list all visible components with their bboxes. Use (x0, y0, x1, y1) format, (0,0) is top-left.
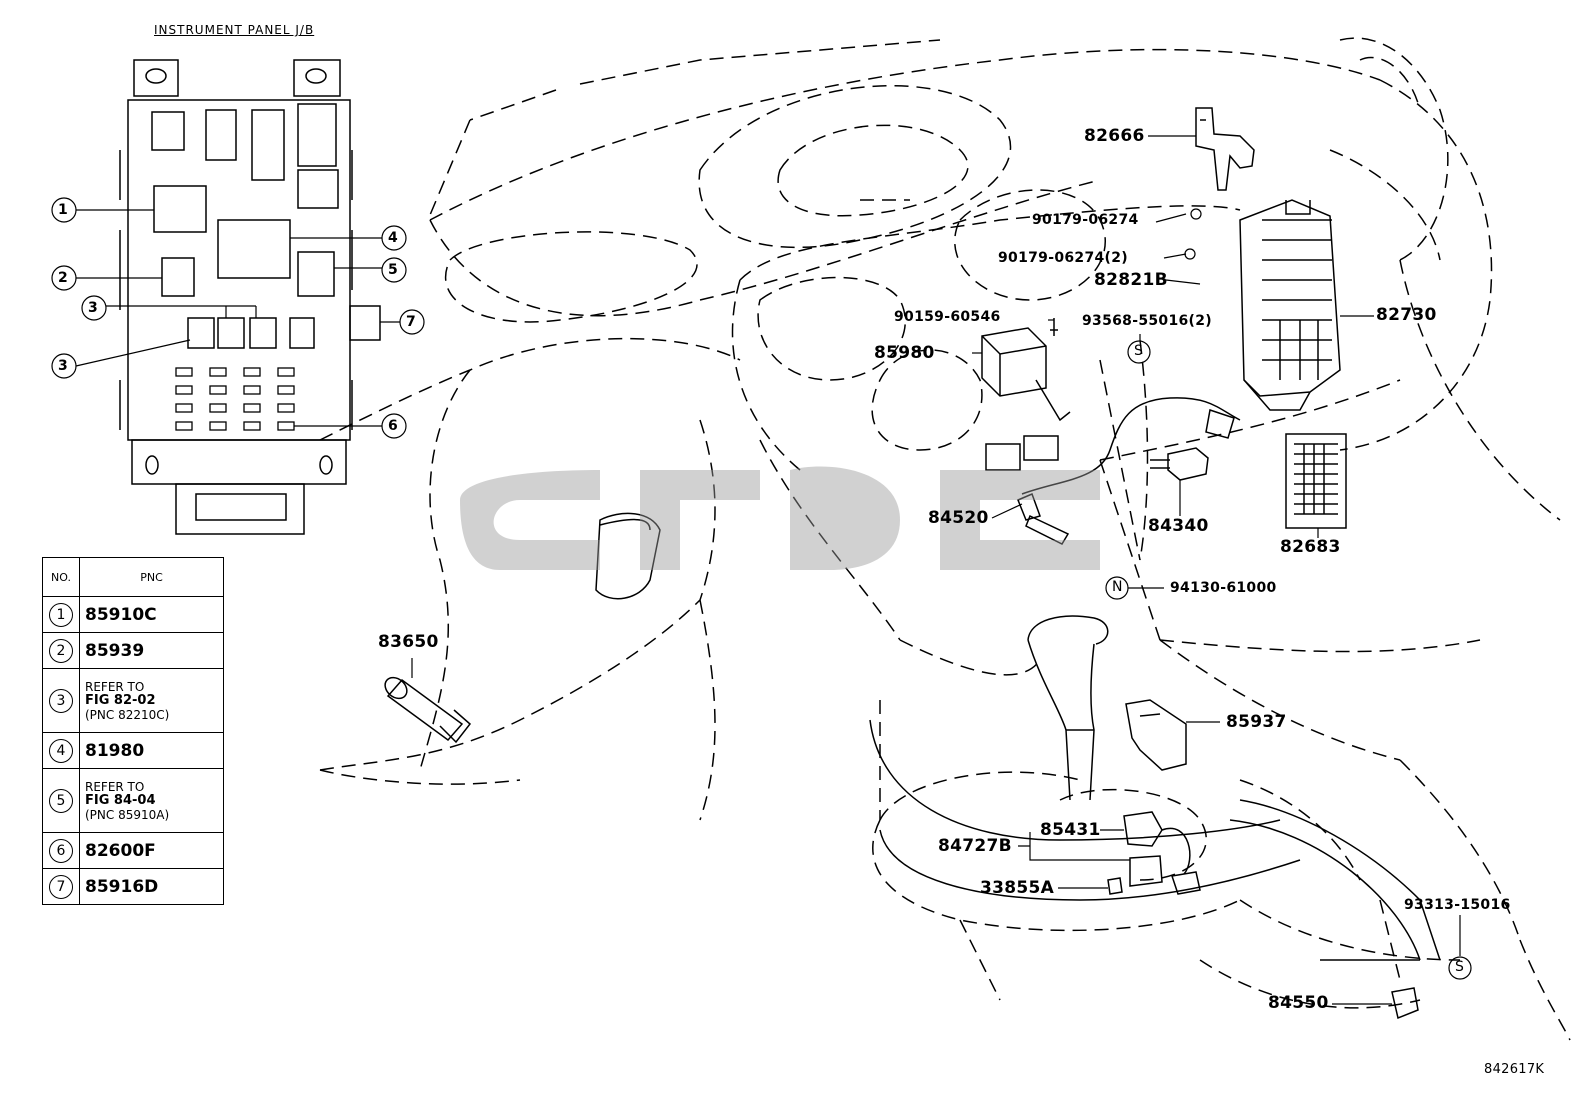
part-label-90159-60546[interactable]: 90159-60546 (894, 309, 1001, 325)
marker-circles (1105, 208, 1472, 980)
row-pnc: 82600F (79, 832, 224, 869)
ref-line-2: FIG 82-02 (85, 692, 156, 708)
part-84550-switch (1391, 987, 1419, 1020)
part-label-85431[interactable]: 85431 (1040, 820, 1101, 840)
part-label-90179-06274-2[interactable]: 90179-06274(2) (998, 250, 1128, 266)
table-row: 1 85910C (42, 596, 224, 633)
row-number: 5 (49, 788, 73, 813)
row-pnc: 85916D (79, 868, 224, 905)
ref-line-3: (PNC 85910A) (85, 807, 170, 822)
table-row: 6 82600F (42, 832, 224, 869)
marker-n-letter: N (1112, 579, 1123, 595)
ref-line-2: FIG 84-04 (85, 792, 156, 808)
part-label-82821b[interactable]: 82821B (1094, 270, 1168, 290)
callout-3a: 3 (88, 300, 99, 316)
table-row: 2 85939 (42, 632, 224, 669)
part-label-94130-61000[interactable]: 94130-61000 (1170, 580, 1277, 596)
row-number: 4 (49, 738, 73, 763)
part-label-82730[interactable]: 82730 (1376, 305, 1437, 325)
row-number: 1 (49, 602, 73, 627)
part-85980-relay (981, 318, 1071, 471)
dashboard-outline (319, 37, 1571, 1041)
jb-callouts (51, 197, 425, 439)
part-83650-cylinder (384, 676, 472, 744)
callout-3b: 3 (58, 358, 69, 374)
part-label-85980[interactable]: 85980 (874, 343, 935, 363)
part-label-84520[interactable]: 84520 (928, 508, 989, 528)
junction-block-title: INSTRUMENT PANEL J/B (154, 23, 315, 37)
part-84340-switch (1150, 447, 1209, 481)
row-reference: REFER TO FIG 84-04 (PNC 85910A) (79, 768, 224, 833)
part-85937-bracket (1125, 699, 1187, 771)
part-85431-assembly (1107, 811, 1201, 895)
row-number: 7 (49, 874, 73, 899)
callout-2: 2 (58, 270, 69, 286)
callout-7: 7 (406, 314, 417, 330)
pnc-table: NO. PNC 1 85910C 2 85939 3 REFER TO FIG … (42, 557, 224, 905)
row-reference: REFER TO FIG 82-02 (PNC 82210C) (79, 668, 224, 733)
part-label-82666[interactable]: 82666 (1084, 126, 1145, 146)
row-number: 2 (49, 638, 73, 663)
part-label-93568-55016-2[interactable]: 93568-55016(2) (1082, 313, 1212, 329)
part-label-93313-15016[interactable]: 93313-15016 (1404, 897, 1511, 913)
row-number: 6 (49, 838, 73, 863)
marker-s-letter: S (1455, 959, 1465, 975)
part-label-82683[interactable]: 82683 (1280, 537, 1341, 557)
part-82730-relay-block (1239, 199, 1341, 411)
part-leaders (411, 135, 1461, 1005)
row-pnc: 85910C (79, 596, 224, 633)
row-number: 3 (49, 688, 73, 713)
part-84520-switch (1017, 397, 1241, 545)
callout-1: 1 (58, 202, 69, 218)
callout-6: 6 (388, 418, 399, 434)
part-label-84340[interactable]: 84340 (1148, 516, 1209, 536)
header-no: NO. (42, 557, 80, 597)
table-row: 7 85916D (42, 868, 224, 905)
marker-s-letter: S (1134, 343, 1144, 359)
part-label-33855a[interactable]: 33855A (980, 878, 1055, 898)
junction-block-drawing (119, 59, 381, 535)
part-82666-bracket (1195, 107, 1255, 191)
dashboard-solid-edges (595, 512, 1441, 961)
watermark-logo (460, 466, 1100, 570)
callout-4: 4 (388, 230, 399, 246)
row-pnc: 81980 (79, 732, 224, 769)
part-label-85937[interactable]: 85937 (1226, 712, 1287, 732)
shift-lever (1027, 615, 1109, 801)
part-label-84727b[interactable]: 84727B (938, 836, 1012, 856)
part-label-90179-06274[interactable]: 90179-06274 (1032, 212, 1139, 228)
table-row: 5 REFER TO FIG 84-04 (PNC 85910A) (42, 768, 224, 833)
table-row: 4 81980 (42, 732, 224, 769)
row-pnc: 85939 (79, 632, 224, 669)
ref-line-1: REFER TO (85, 779, 145, 794)
pnc-table-header: NO. PNC (42, 557, 224, 597)
part-label-83650[interactable]: 83650 (378, 632, 439, 652)
table-row: 3 REFER TO FIG 82-02 (PNC 82210C) (42, 668, 224, 733)
figure-code: 842617K (1484, 1062, 1545, 1077)
ref-line-1: REFER TO (85, 679, 145, 694)
part-label-84550[interactable]: 84550 (1268, 993, 1329, 1013)
part-82683-label-plate (1285, 433, 1347, 529)
callout-5: 5 (388, 262, 399, 278)
ref-line-3: (PNC 82210C) (85, 707, 170, 722)
header-pnc: PNC (79, 557, 224, 597)
